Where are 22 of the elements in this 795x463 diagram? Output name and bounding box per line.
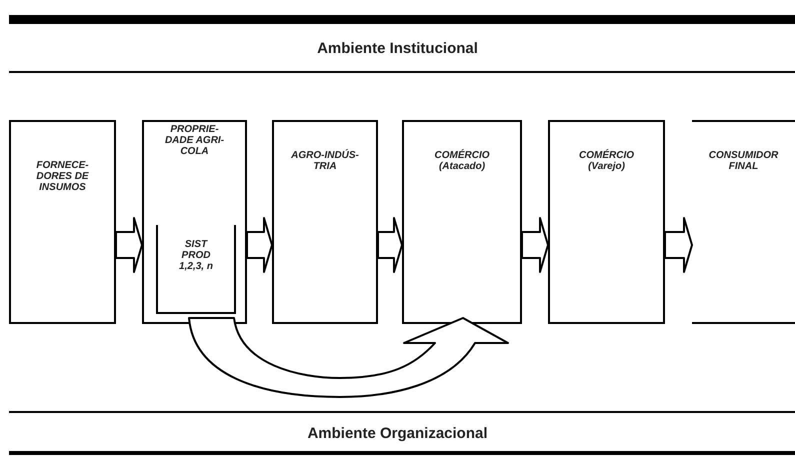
box-label: COMÉRCIO (Atacado) bbox=[434, 150, 490, 172]
block-arrow bbox=[115, 217, 143, 273]
box-label: AGRO-INDÚS- TRIA bbox=[290, 150, 360, 172]
box-label: SIST PROD 1,2,3, n bbox=[178, 239, 214, 272]
block-arrow bbox=[664, 217, 693, 273]
block-arrow bbox=[377, 217, 403, 273]
process-box bbox=[402, 120, 522, 324]
inner-box bbox=[156, 225, 236, 314]
process-box bbox=[692, 120, 795, 324]
box-label: COMÉRCIO (Varejo) bbox=[578, 150, 635, 172]
block-arrow bbox=[521, 217, 549, 273]
process-box bbox=[9, 120, 116, 324]
box-label: PROPRIE- DADE AGRI- COLA bbox=[164, 124, 226, 157]
box-label: CONSUMIDOR FINAL bbox=[708, 150, 780, 172]
box-label: FORNECE- DORES DE INSUMOS bbox=[35, 160, 90, 193]
block-arrow bbox=[246, 217, 273, 273]
band-label: Ambiente Organizacional bbox=[306, 424, 489, 444]
process-box bbox=[272, 120, 378, 324]
process-box bbox=[548, 120, 665, 324]
process-box bbox=[142, 120, 247, 324]
curved-block-arrow bbox=[188, 317, 509, 398]
band-label: Ambiente Institucional bbox=[316, 39, 479, 59]
